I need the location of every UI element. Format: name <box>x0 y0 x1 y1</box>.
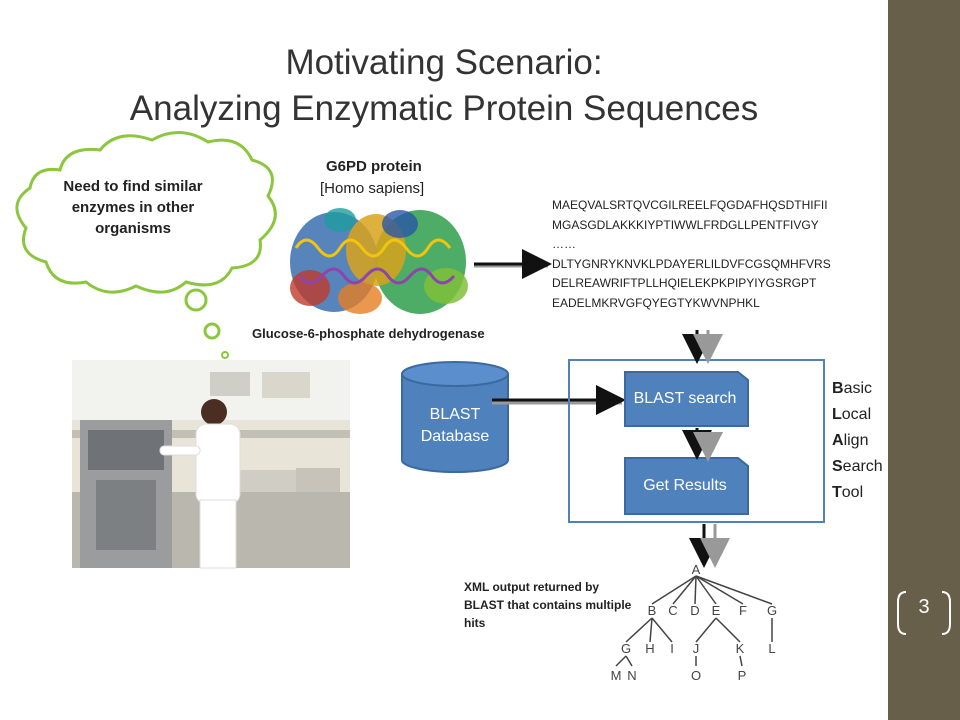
protein-full-name: Glucose-6-phosphate dehydrogenase <box>252 326 485 341</box>
sequence-line: EADELMKRVGFQYEGTYKWVNPHKL <box>552 295 760 310</box>
tree-node-l3: M <box>611 668 622 683</box>
get-results-label: Get Results <box>643 477 727 494</box>
tree-node-l2: K <box>736 641 745 656</box>
tree-node-l1: E <box>712 603 721 618</box>
tree-node-l3: O <box>691 668 701 683</box>
tree-node-l1: B <box>648 603 657 618</box>
page-number: 3 <box>918 596 930 618</box>
thought-dot-medium <box>203 322 221 340</box>
tree-node-l2: J <box>693 641 700 656</box>
blast-acronym: Basic Local Align Search Tool <box>832 376 883 506</box>
tree-node-l1: G <box>767 603 777 618</box>
tree-node-l2: G <box>621 641 631 656</box>
sequence-line: MGASGDLAKKKIYPTIWWLFRDGLLPENTFIVGY <box>552 217 819 232</box>
lab-photo <box>72 360 350 569</box>
blast-search-box <box>624 371 749 427</box>
protein-structure-image <box>290 208 468 314</box>
xml-hit-tree <box>615 575 773 667</box>
protein-species: [Homo sapiens] <box>320 180 425 197</box>
thought-dot-large <box>184 288 208 312</box>
slide-title-line2: Analyzing Enzymatic Protein Sequences <box>129 89 759 128</box>
protein-title: G6PD protein <box>326 158 422 175</box>
thought-cloud <box>15 131 277 359</box>
page-number-bracket <box>897 591 951 635</box>
sequence-line: DLTYGNRYKNVKLPDAYERLILDVFCGSQMHFVRS <box>552 256 831 271</box>
thought-bubble-text: Need to find similar enzymes in other or… <box>63 178 203 237</box>
tree-node-l1: D <box>690 603 699 618</box>
sequence-line: DELREAWRIFTPLLHQIELEKPKPIPYIYGSRGPT <box>552 276 817 290</box>
blast-database-cylinder <box>401 361 509 473</box>
protein-sequence: MAEQVALSRTQVCGILREELFQGDAFHQSDTHIFII MGA… <box>552 196 831 313</box>
xml-tree-labels: A B C D E F G G H I J K L M N O P <box>611 562 777 683</box>
tree-node-l2: I <box>670 641 674 656</box>
tree-node-root: A <box>692 562 701 577</box>
slide-title: Motivating Scenario: Analyzing Enzymatic… <box>0 40 888 132</box>
slide-title-line1: Motivating Scenario: <box>285 43 603 82</box>
tree-node-l3: N <box>627 668 636 683</box>
acronym-line: Tool <box>832 484 864 501</box>
xml-output-label: XML output returned by BLAST that contai… <box>464 580 632 630</box>
sequence-ellipsis: …… <box>552 237 576 251</box>
acronym-line: Basic <box>832 380 873 397</box>
sidebar-band <box>888 0 960 720</box>
sequence-line: MAEQVALSRTQVCGILREELFQGDAFHQSDTHIFII <box>552 198 828 212</box>
acronym-line: Align <box>832 432 869 449</box>
thought-dot-small <box>221 351 229 359</box>
tree-node-l2: H <box>645 641 654 656</box>
tree-node-l2: L <box>768 641 775 656</box>
tree-node-l3: P <box>738 668 747 683</box>
blast-search-label: BLAST search <box>633 390 737 407</box>
acronym-line: Local <box>832 406 872 423</box>
acronym-line: Search <box>832 458 883 475</box>
tree-node-l1: C <box>668 603 677 618</box>
tree-node-l1: F <box>739 603 747 618</box>
database-label: BLAST Database <box>420 406 490 445</box>
